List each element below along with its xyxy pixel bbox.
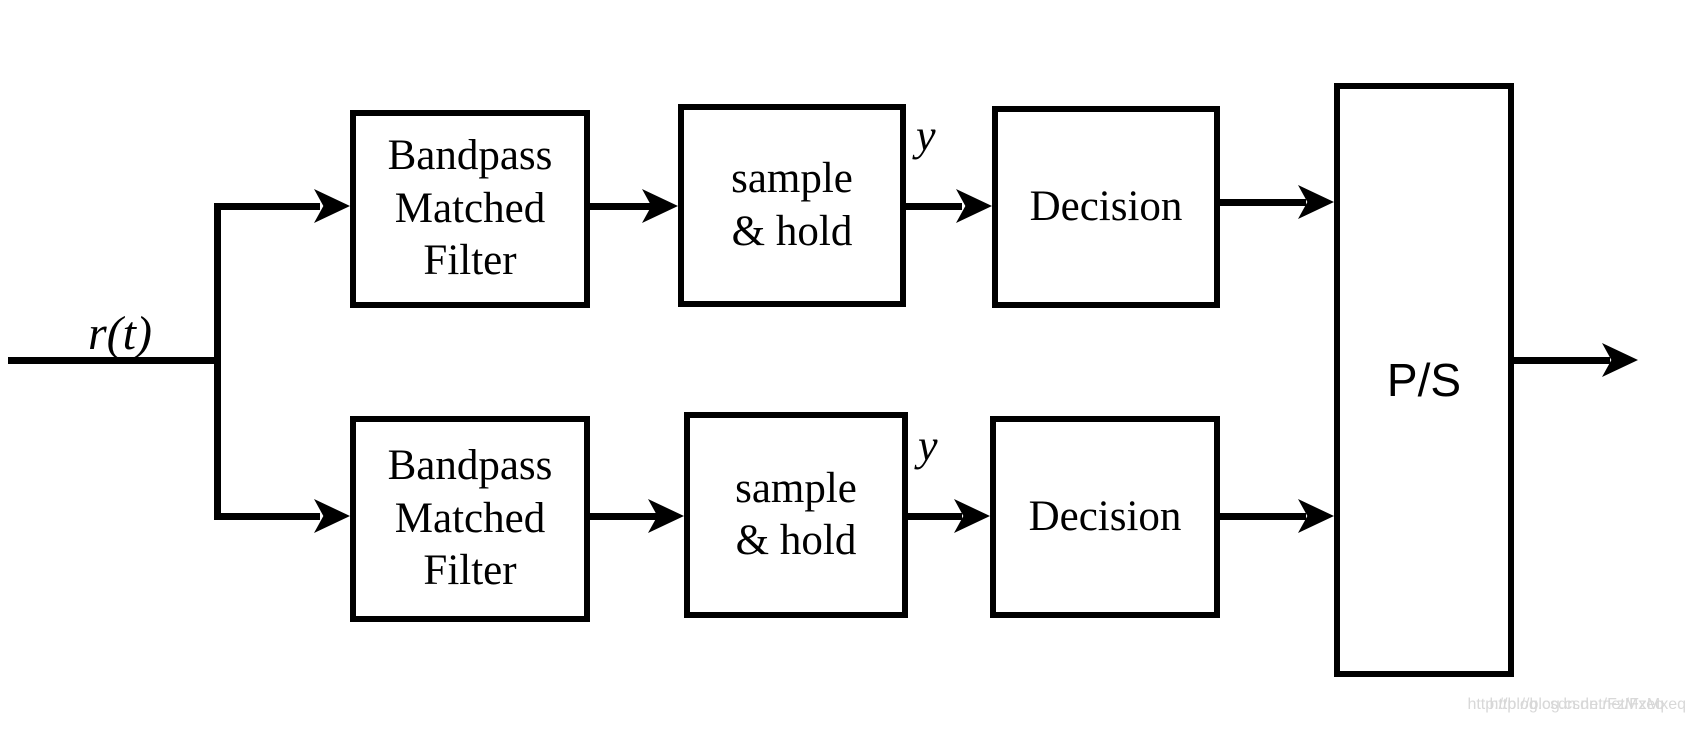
watermark-text: http://blog.csdn.net/FzMxeq	[1489, 696, 1686, 713]
sample-hold-label-1: sample & hold	[731, 155, 853, 255]
sample-hold-box-2: sample & hold	[684, 412, 908, 618]
signal-y-label-2: y	[918, 421, 938, 470]
output-line	[1514, 357, 1610, 364]
decision-label-2: Decision	[1028, 492, 1182, 540]
connector-split-to-filter-2	[214, 513, 320, 520]
signal-y-label-1: y	[916, 111, 936, 160]
connector-filter-to-sample-1	[590, 203, 652, 210]
connector-sample-to-decision-2	[908, 513, 962, 520]
connector-split-to-filter-1	[214, 203, 320, 210]
watermark-area: http://blog.csdn.net/FzMxeq http://blog.…	[1268, 696, 1688, 722]
parallel-to-serial-label: P/S	[1386, 354, 1462, 406]
watermark-text-ghost: http://blog.csdn.net/FzMxeq	[1467, 696, 1664, 713]
connector-filter-to-sample-2	[590, 513, 658, 520]
parallel-to-serial-box: P/S	[1334, 83, 1514, 677]
sample-hold-box-1: sample & hold	[678, 104, 906, 307]
input-line	[8, 357, 220, 364]
decision-box-1: Decision	[992, 106, 1220, 308]
bandpass-matched-filter-label-2: Bandpass Matched Filter	[387, 442, 553, 595]
connector-sample-to-decision-1	[906, 203, 962, 210]
sample-hold-label-2: sample & hold	[735, 464, 857, 564]
bandpass-matched-filter-box-1: Bandpass Matched Filter	[350, 110, 590, 308]
splitter-line	[214, 203, 221, 520]
decision-box-2: Decision	[990, 416, 1220, 618]
connector-decision-to-ps-1	[1220, 199, 1306, 206]
bandpass-matched-filter-label-1: Bandpass Matched Filter	[387, 132, 553, 285]
decision-label-1: Decision	[1029, 182, 1183, 230]
input-signal-label: r(t)	[88, 307, 152, 360]
bandpass-matched-filter-box-2: Bandpass Matched Filter	[350, 416, 590, 622]
connector-decision-to-ps-2	[1220, 513, 1306, 520]
